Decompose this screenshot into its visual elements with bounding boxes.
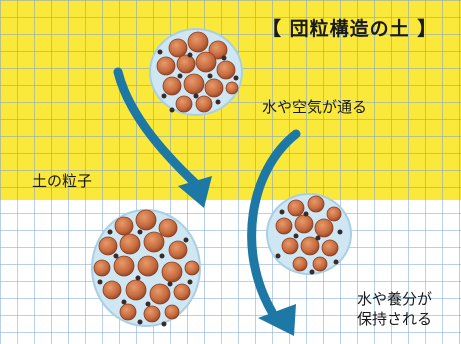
label-water-nutrient-retained: 水や養分が 保持される [357,289,432,329]
label-soil-particle: 土の粒子 [32,172,93,190]
soil-aggregate-bottom-left [91,209,201,327]
label-retain-line1: 水や養分が [357,290,433,308]
white-grid-background [0,200,461,344]
flow-arrow-right [247,129,301,336]
soil-aggregate-top [149,28,243,116]
soil-aggregate-bottom-right [266,193,352,275]
label-retain-line2: 保持される [357,310,433,328]
diagram-title: 【 団粒構造の土 】 [262,18,438,40]
flow-arrow-left [113,67,212,208]
label-water-air-pass: 水や空気が通る [262,98,368,116]
